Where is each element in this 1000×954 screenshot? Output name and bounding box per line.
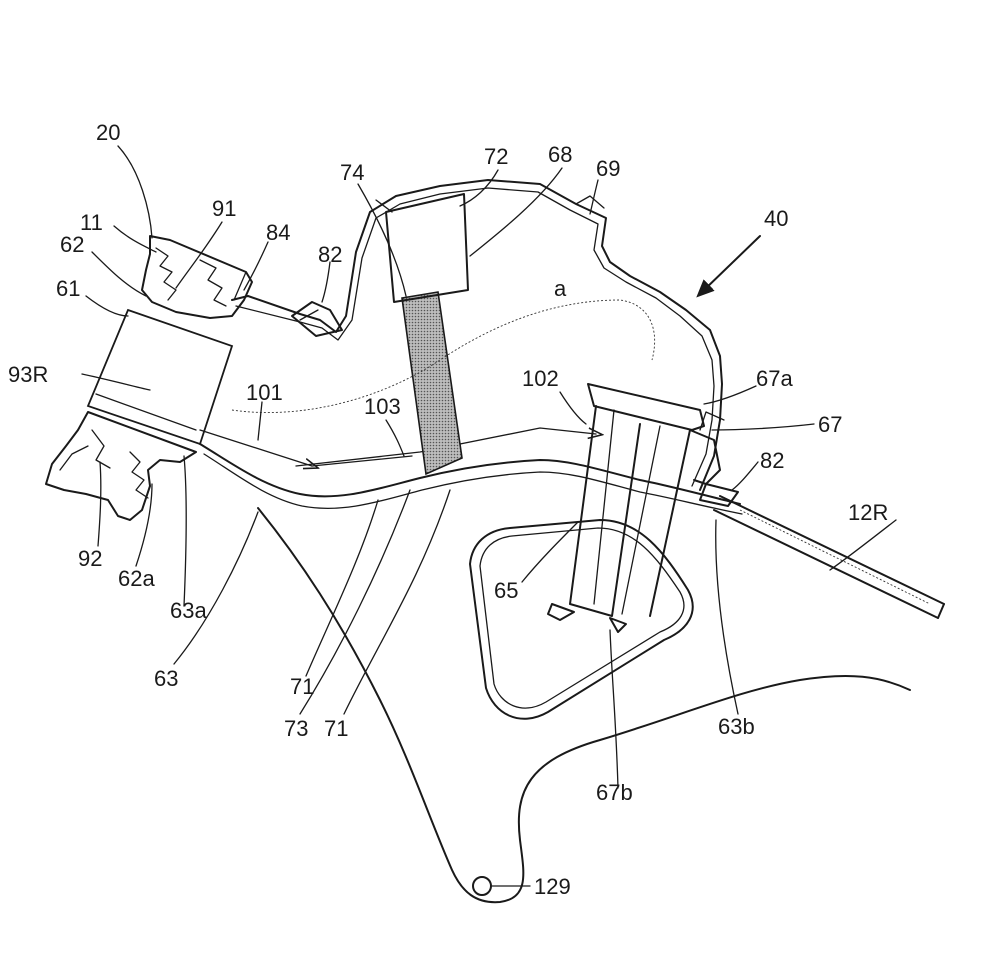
label-92: 92 bbox=[78, 546, 102, 571]
inner-duct bbox=[199, 428, 743, 515]
label-129: 129 bbox=[534, 874, 571, 899]
column-73 bbox=[375, 193, 469, 476]
tube-12R bbox=[713, 495, 945, 619]
chamber-outline bbox=[469, 519, 694, 720]
label-74: 74 bbox=[340, 160, 364, 185]
label-a: a bbox=[554, 276, 567, 301]
label-71-right: 71 bbox=[324, 716, 348, 741]
label-63: 63 bbox=[154, 666, 178, 691]
label-93R: 93R bbox=[8, 362, 48, 387]
label-63a: 63a bbox=[170, 598, 207, 623]
flow-centerline-a bbox=[231, 299, 656, 413]
label-62: 62 bbox=[60, 232, 84, 257]
label-69: 69 bbox=[596, 156, 620, 181]
label-65: 65 bbox=[494, 578, 518, 603]
part-labels: 20 11 91 62 61 84 82 74 72 68 69 40 a 93… bbox=[8, 120, 888, 899]
label-72: 72 bbox=[484, 144, 508, 169]
label-103: 103 bbox=[364, 394, 401, 419]
label-101: 101 bbox=[246, 380, 283, 405]
component-67 bbox=[547, 383, 739, 633]
label-91: 91 bbox=[212, 196, 236, 221]
label-12R: 12R bbox=[848, 500, 888, 525]
label-73: 73 bbox=[284, 716, 308, 741]
label-63b: 63b bbox=[718, 714, 755, 739]
label-61: 61 bbox=[56, 276, 80, 301]
label-11: 11 bbox=[80, 210, 103, 235]
label-40: 40 bbox=[764, 206, 788, 231]
label-82-top: 82 bbox=[318, 242, 342, 267]
label-67a: 67a bbox=[756, 366, 793, 391]
label-71-left: 71 bbox=[290, 674, 314, 699]
label-20: 20 bbox=[96, 120, 120, 145]
label-67: 67 bbox=[818, 412, 842, 437]
label-67b: 67b bbox=[596, 780, 633, 805]
label-84: 84 bbox=[266, 220, 290, 245]
outer-housing bbox=[231, 179, 761, 491]
label-82-right: 82 bbox=[760, 448, 784, 473]
leader-lines bbox=[81, 145, 897, 789]
lower-plate bbox=[257, 507, 911, 904]
flange-82-left bbox=[291, 301, 343, 337]
label-102: 102 bbox=[522, 366, 559, 391]
label-68: 68 bbox=[548, 142, 572, 167]
label-62a: 62a bbox=[118, 566, 155, 591]
